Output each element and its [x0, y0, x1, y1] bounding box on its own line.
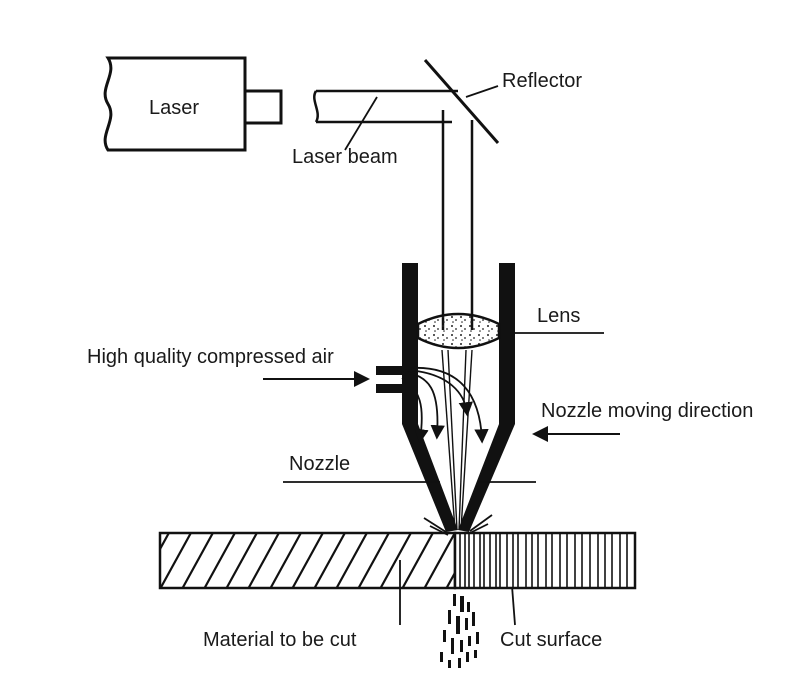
material-plate: [158, 531, 457, 590]
molten-spray: [440, 594, 479, 668]
air-flow-arrows: [401, 367, 489, 444]
label-compressed-air: High quality compressed air: [87, 346, 334, 368]
label-laser-beam: Laser beam: [292, 146, 398, 168]
laser-beam-horizontal: [313, 89, 458, 124]
focused-beam: [441, 349, 473, 531]
lens: [416, 312, 501, 350]
label-material: Material to be cut: [203, 629, 357, 651]
label-nozzle: Nozzle: [289, 453, 351, 475]
laser-beam-vertical: [441, 110, 474, 330]
label-laser: Laser: [149, 97, 200, 119]
laser-unit: [103, 56, 283, 152]
reflector-mirror: [423, 59, 500, 144]
label-lens: Lens: [537, 305, 581, 327]
nozzle-body: [376, 263, 515, 532]
label-cut-surface: Cut surface: [500, 629, 603, 651]
label-moving-direction: Nozzle moving direction: [541, 400, 754, 422]
label-reflector: Reflector: [502, 70, 583, 92]
cut-surface-plate: [453, 531, 637, 590]
